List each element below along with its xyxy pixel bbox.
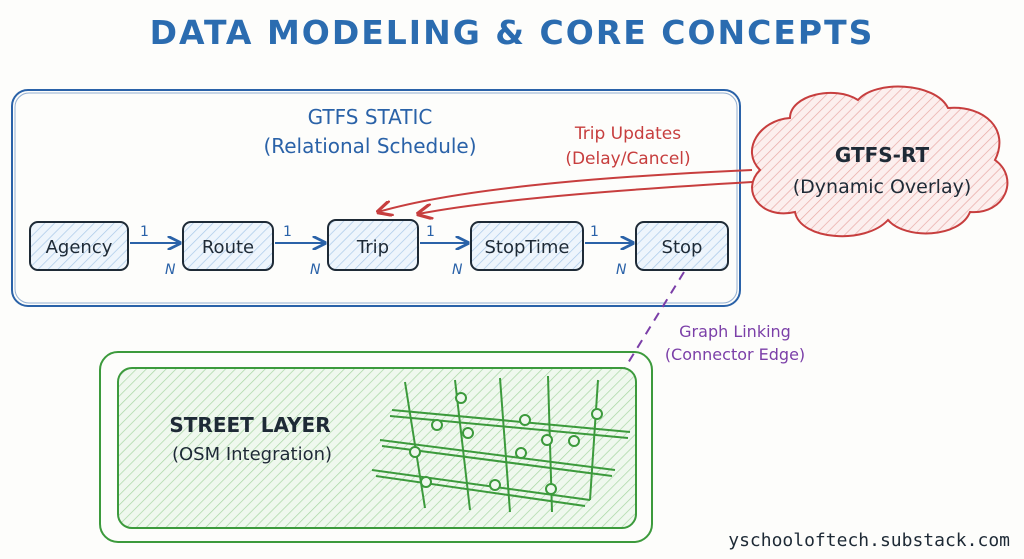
relation-trip-stoptime: 1 N bbox=[420, 224, 468, 278]
cardinality-many: N bbox=[310, 262, 321, 278]
trip-updates-flow: Trip Updates (Delay/Cancel) bbox=[378, 124, 753, 214]
cardinality-many: N bbox=[165, 262, 176, 278]
cardinality-one: 1 bbox=[590, 224, 599, 240]
gtfs-rt-subtitle: (Dynamic Overlay) bbox=[793, 176, 972, 198]
entity-stop: Stop bbox=[635, 221, 729, 271]
diagram-title: DATA MODELING & CORE CONCEPTS bbox=[150, 13, 875, 52]
entity-label: Stop bbox=[662, 237, 703, 258]
entity-label: Agency bbox=[46, 237, 113, 258]
entity-label: Trip bbox=[356, 237, 389, 258]
relation-stoptime-stop: 1 N bbox=[585, 224, 633, 278]
gtfs-rt-title: GTFS-RT bbox=[835, 143, 930, 167]
entity-agency: Agency bbox=[29, 221, 129, 271]
street-layer-panel: STREET LAYER (OSM Integration) bbox=[99, 351, 653, 543]
relation-route-trip: 1 N bbox=[275, 224, 325, 278]
gtfs-static-panel: GTFS STATIC (Relational Schedule) bbox=[11, 89, 741, 307]
graph-linking-label: Graph Linking bbox=[679, 322, 791, 341]
cardinality-one: 1 bbox=[426, 224, 435, 240]
street-network-nodes bbox=[409, 392, 603, 495]
footer-credit: yschooloftech.substack.com bbox=[728, 530, 1010, 551]
street-layer-subtitle: (OSM Integration) bbox=[172, 444, 332, 465]
cardinality-one: 1 bbox=[140, 224, 149, 240]
entity-trip: Trip bbox=[327, 219, 419, 271]
entity-route: Route bbox=[182, 221, 274, 271]
cardinality-many: N bbox=[452, 262, 463, 278]
static-panel-title: GTFS STATIC bbox=[308, 105, 433, 129]
entity-stoptime: StopTime bbox=[470, 221, 584, 271]
cardinality-many: N bbox=[616, 262, 627, 278]
entity-label: StopTime bbox=[485, 237, 570, 258]
street-layer-title: STREET LAYER bbox=[169, 413, 330, 437]
static-panel-subtitle: (Relational Schedule) bbox=[263, 134, 476, 158]
gtfs-rt-cloud: GTFS-RT (Dynamic Overlay) bbox=[750, 85, 1009, 238]
cardinality-one: 1 bbox=[283, 224, 292, 240]
trip-updates-label: Trip Updates bbox=[574, 124, 681, 144]
graph-linking-sublabel: (Connector Edge) bbox=[665, 345, 805, 364]
trip-updates-sublabel: (Delay/Cancel) bbox=[565, 149, 690, 169]
graph-linking-connector: Graph Linking (Connector Edge) bbox=[604, 271, 805, 402]
entity-label: Route bbox=[202, 237, 254, 258]
relation-agency-route: 1 N bbox=[130, 224, 180, 278]
